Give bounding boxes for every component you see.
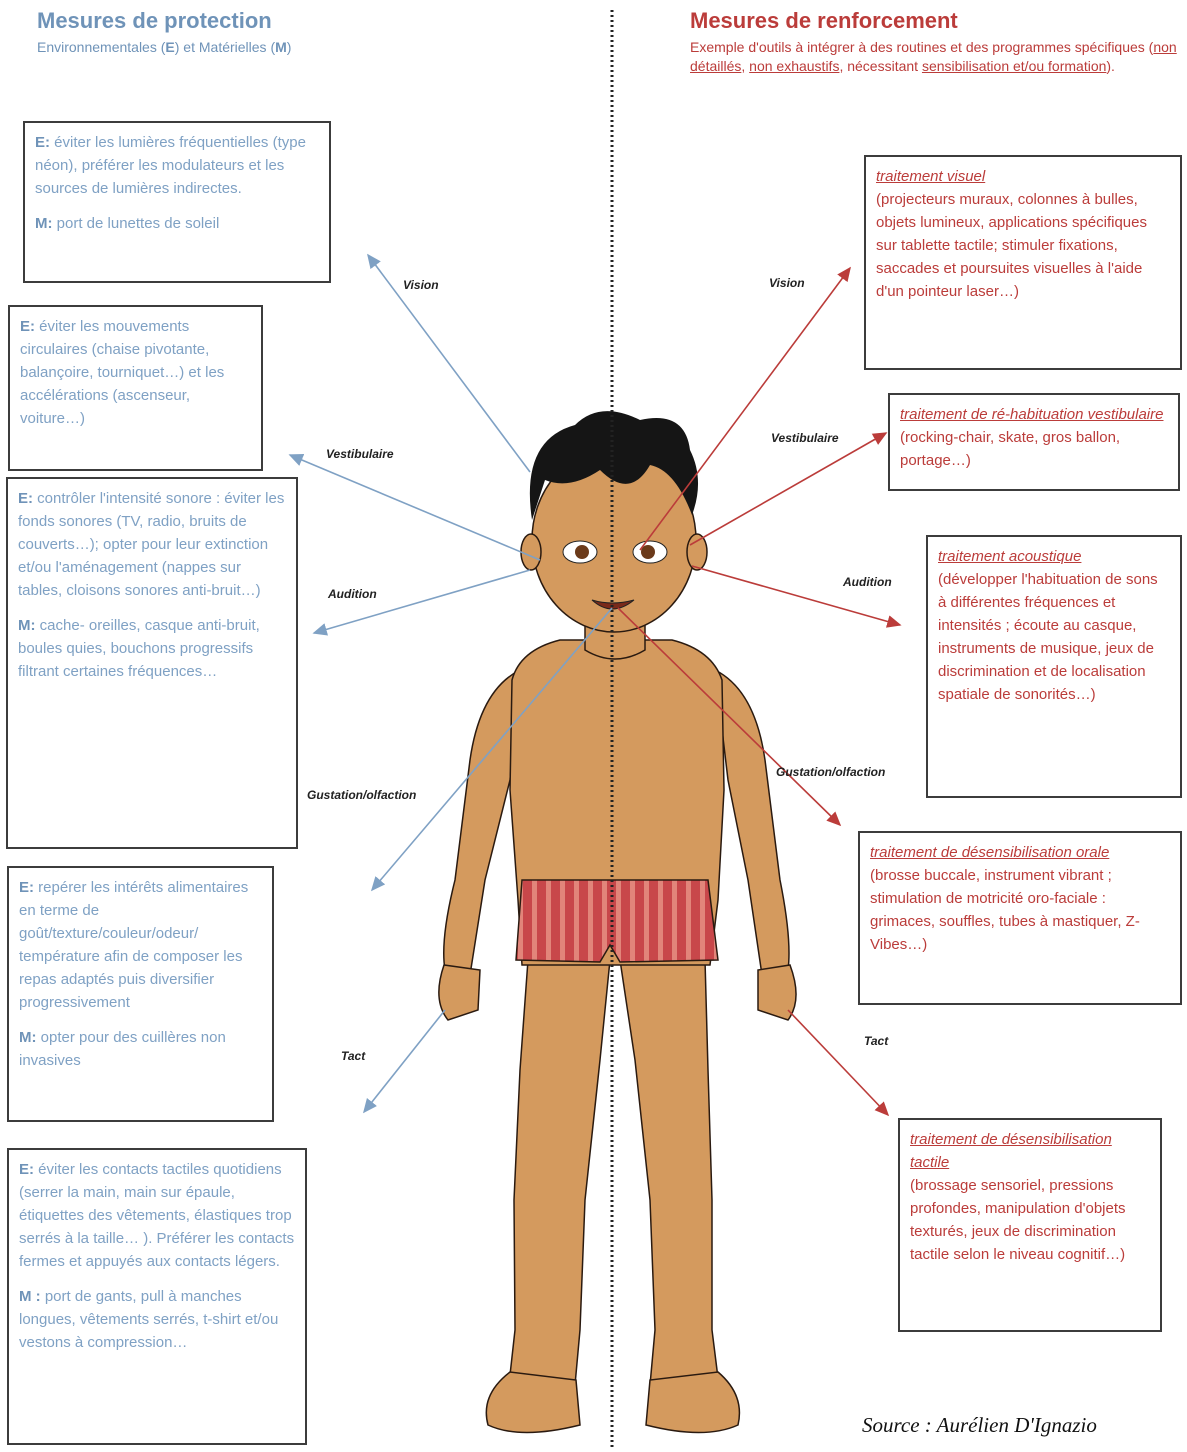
label-left-tact: Tact: [341, 1049, 365, 1063]
arrow-right-vestibulaire: [690, 433, 886, 545]
protection-box-audition: E: contrôler l'intensité sonore : éviter…: [6, 477, 298, 849]
label-left-audition: Audition: [328, 587, 377, 601]
reinforcement-box-vision: traitement visuel(projecteurs muraux, co…: [864, 155, 1182, 370]
label-left-vestibulaire: Vestibulaire: [326, 447, 394, 461]
arrow-left-vestibulaire: [290, 455, 540, 560]
protection-box-tact: E: éviter les contacts tactiles quotidie…: [7, 1148, 307, 1445]
child-body: [439, 448, 796, 1433]
reinforcement-box-gustation: traitement de désensibilisation orale(br…: [858, 831, 1182, 1005]
label-left-gustation: Gustation/olfaction: [307, 788, 416, 802]
arrow-right-tact: [788, 1010, 888, 1115]
reinforcement-box-audition: traitement acoustique(développer l'habit…: [926, 535, 1182, 798]
reinforcement-box-tact: traitement de désensibilisation tactile(…: [898, 1118, 1162, 1332]
label-right-vestibulaire: Vestibulaire: [771, 431, 839, 445]
arrow-right-vision: [640, 268, 850, 550]
reinforcement-box-vestibulaire: traitement de ré-habituation vestibulair…: [888, 393, 1180, 491]
protection-box-gustation: E: repérer les intérêts alimentaires en …: [7, 866, 274, 1122]
protection-box-vestibulaire: E: éviter les mouvements circulaires (ch…: [8, 305, 263, 471]
arrow-left-tact: [364, 1010, 445, 1112]
arrow-left-vision: [368, 255, 530, 472]
label-right-audition: Audition: [843, 575, 892, 589]
label-right-vision: Vision: [769, 276, 805, 290]
arrow-left-audition: [314, 570, 530, 633]
label-right-tact: Tact: [864, 1034, 888, 1048]
source-caption: Source : Aurélien D'Ignazio: [862, 1413, 1097, 1438]
label-left-vision: Vision: [403, 278, 439, 292]
label-right-gustation: Gustation/olfaction: [776, 765, 885, 779]
protection-box-vision: E: éviter les lumières fréquentielles (t…: [23, 121, 331, 283]
